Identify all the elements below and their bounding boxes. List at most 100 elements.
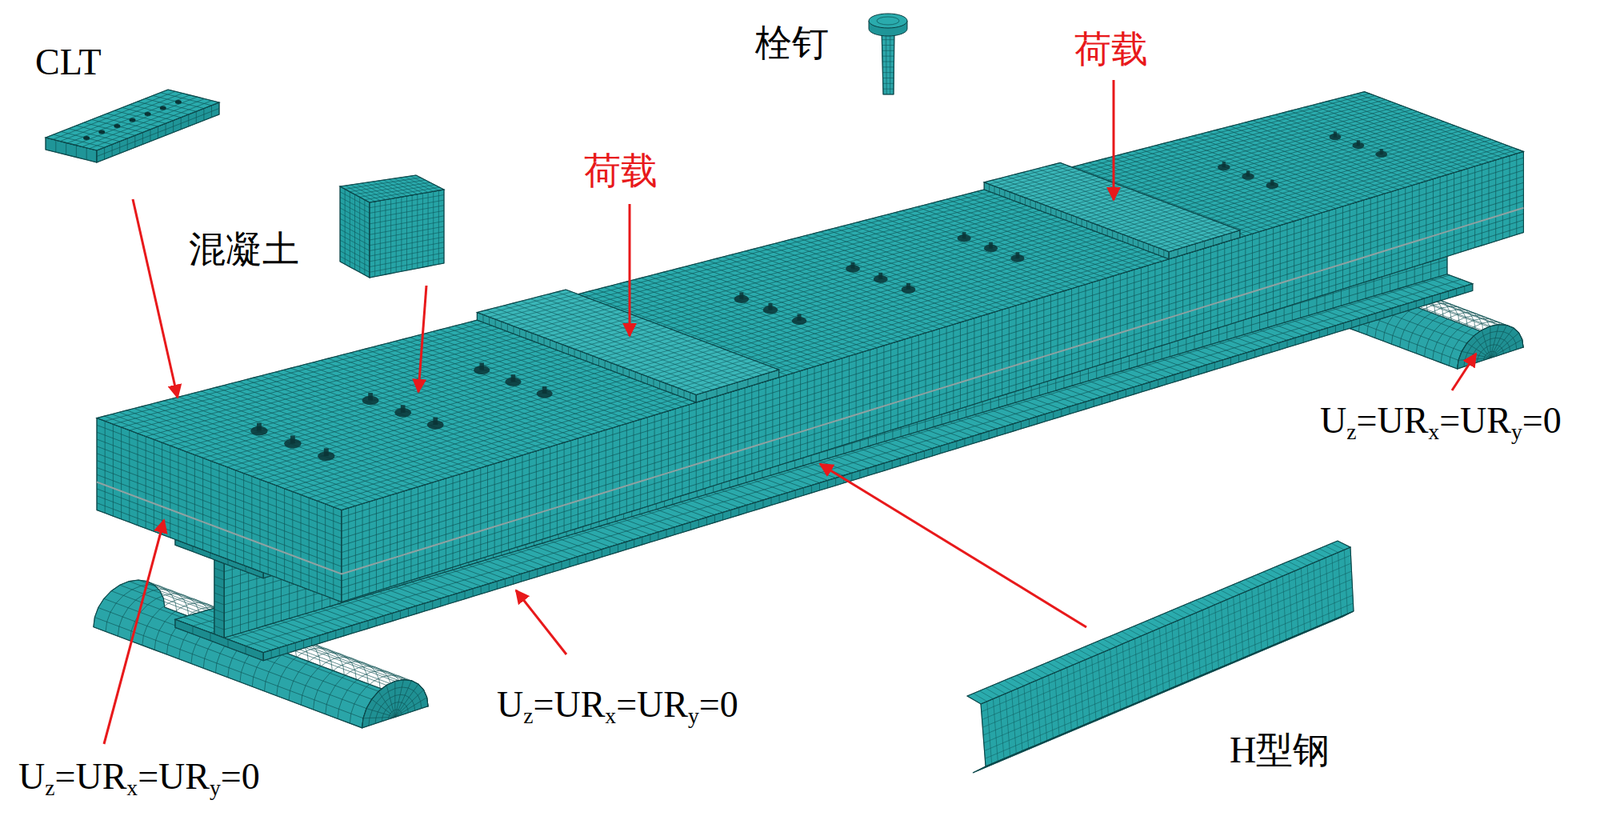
- text-run: =UR: [137, 756, 210, 797]
- subscript: z: [1346, 419, 1356, 444]
- text-run: 混凝土: [188, 228, 300, 270]
- mesh-face: [476, 289, 779, 395]
- stud-mark: [739, 292, 744, 299]
- part-label: CLT: [35, 41, 102, 84]
- text-run: H型钢: [1229, 729, 1330, 771]
- layer-interface: [96, 208, 1524, 575]
- mesh-lines: [340, 175, 444, 203]
- part-label: H型钢: [1229, 729, 1330, 772]
- text-run: =UR: [532, 684, 605, 725]
- face-fill: [214, 560, 224, 639]
- load-plate: [984, 162, 1240, 259]
- composite-beam-model: [93, 92, 1524, 728]
- mesh-lines: [369, 189, 444, 278]
- subscript: z: [523, 703, 533, 728]
- label-holder: Uz=URx=URy=0: [18, 756, 260, 799]
- stud-mark: [768, 303, 772, 310]
- face-fill: [369, 189, 444, 278]
- subscript: x: [604, 703, 616, 728]
- text-run: =UR: [54, 756, 127, 797]
- stud-mark: [1016, 252, 1020, 259]
- subscript: x: [126, 775, 138, 800]
- leader-arrow: [418, 285, 427, 392]
- mesh-lines: [881, 28, 895, 95]
- text-run: U: [1320, 400, 1347, 441]
- stud-mark: [432, 417, 438, 425]
- leader-arrow: [1452, 353, 1476, 391]
- stud-mark: [878, 272, 883, 280]
- leader-arrow: [132, 199, 178, 398]
- stud-mark: [797, 314, 802, 321]
- mesh-lines: [967, 540, 1351, 704]
- clt-panel: [45, 89, 220, 163]
- load-label: 荷载: [1074, 28, 1148, 72]
- leader-arrow: [104, 520, 164, 744]
- stud-mark: [368, 392, 373, 400]
- leader-arrow: [820, 464, 1087, 628]
- face-fill: [1457, 324, 1524, 369]
- label-holder: 混凝土: [188, 228, 300, 272]
- label-holder: 荷载: [584, 150, 658, 193]
- face-fill: [476, 289, 779, 395]
- load-label: 荷载: [584, 150, 658, 193]
- stud-hole: [144, 112, 152, 116]
- subscript: y: [209, 775, 221, 800]
- stud-marks: [250, 131, 1388, 461]
- mesh-face: [96, 92, 1524, 511]
- mesh-lines: [972, 611, 1354, 773]
- face-fill: [45, 89, 220, 151]
- mesh-face: [362, 680, 428, 728]
- stud-mark: [511, 374, 516, 382]
- mesh-lines: [1457, 324, 1524, 369]
- stud-mark: [1356, 140, 1360, 146]
- face-fill: [881, 28, 895, 95]
- stud-mark: [1246, 170, 1250, 176]
- subscript: x: [1428, 419, 1440, 444]
- text-run: =0: [699, 684, 739, 725]
- stud-mark: [542, 386, 547, 394]
- boundary-condition: Uz=URx=URy=0: [496, 684, 739, 727]
- face-fill: [175, 619, 264, 660]
- stud-mark: [962, 232, 967, 239]
- stud-head: [868, 13, 908, 28]
- part-label: 混凝土: [188, 228, 300, 272]
- text-run: 荷载: [584, 150, 658, 192]
- load-plate: [476, 289, 779, 403]
- mesh-lines: [96, 92, 1524, 511]
- mesh-face: [967, 540, 1351, 704]
- mesh-lines: [45, 89, 220, 151]
- stud-head-mesh: [876, 16, 900, 25]
- face-fill: [340, 175, 444, 203]
- mesh-face: [45, 89, 220, 151]
- label-holder: Uz=URx=URy=0: [496, 684, 739, 727]
- text-run: CLT: [35, 41, 102, 83]
- text-run: =0: [220, 756, 260, 797]
- stud-mark: [906, 283, 911, 290]
- part-label: 栓钉: [755, 22, 829, 65]
- stud-hole: [160, 106, 167, 111]
- stud-hole: [83, 136, 90, 140]
- stud-hole: [113, 124, 120, 128]
- mesh-lines: [984, 162, 1240, 252]
- text-run: =0: [1522, 400, 1562, 441]
- stud-mark: [324, 448, 329, 456]
- leader-arrow: [516, 590, 567, 655]
- mesh-lines: [476, 289, 779, 395]
- load-arrow: [628, 204, 632, 336]
- text-run: U: [496, 684, 524, 725]
- stud-hole: [129, 118, 136, 123]
- leader-arrows: [104, 80, 1476, 744]
- load-arrow: [1112, 80, 1116, 200]
- stud-mark: [1333, 131, 1337, 137]
- subscript: z: [44, 775, 55, 800]
- stud-mark: [256, 423, 262, 432]
- mesh-face: [175, 619, 264, 660]
- face-fill: [967, 540, 1351, 704]
- text-run: U: [18, 756, 45, 797]
- h-steel-part: [967, 540, 1354, 773]
- label-holder: 栓钉: [755, 22, 829, 65]
- mesh-lines: [175, 619, 264, 660]
- label-holder: H型钢: [1229, 729, 1330, 772]
- face-fill: [362, 680, 428, 728]
- face-fill: [972, 611, 1354, 773]
